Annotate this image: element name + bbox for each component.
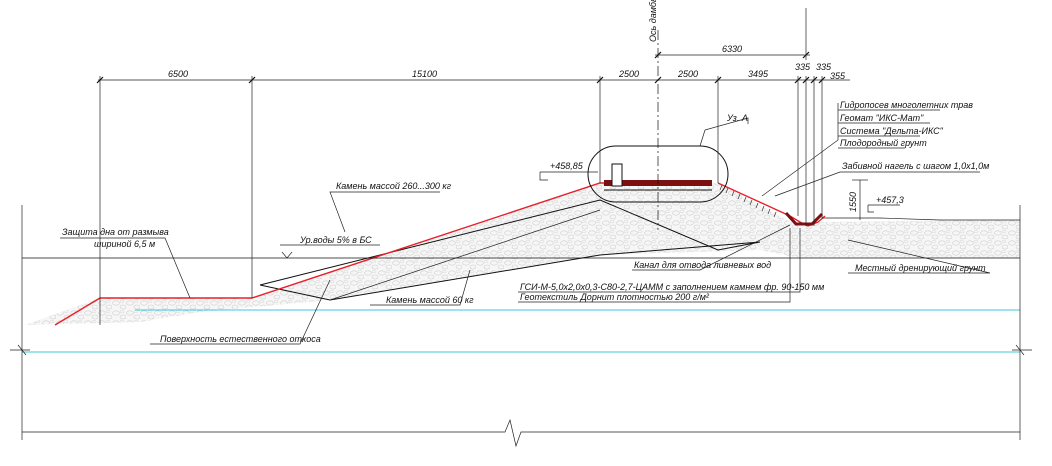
label-soil: Плодородный грунт [840, 138, 927, 148]
label-bottom-protection-1: Защита дна от размыва [62, 227, 169, 237]
dim-335-b: 335 [816, 62, 832, 72]
label-bottom-protection-2: шириной 6,5 м [94, 239, 155, 249]
label-natural-slope: Поверхность естественного откоса [160, 334, 321, 344]
dim-6500: 6500 [168, 69, 188, 79]
dim-6330: 6330 [722, 44, 742, 54]
crest-curb [611, 163, 623, 187]
node-a-label: Уз. А [726, 113, 748, 123]
dim-15100: 15100 [412, 69, 437, 79]
label-gsi: ГСИ-М-5,0х2,0х0,3-С80-2,7-ЦАММ с заполне… [520, 282, 824, 292]
right-break-mark [1012, 344, 1032, 356]
left-break-mark [10, 344, 30, 356]
dim-335-a: 335 [795, 62, 811, 72]
inner-slope-line [329, 209, 601, 301]
label-geotextile: Геотекстиль Дорнит плотностью 200 г/м² [520, 292, 710, 302]
elev-crest-arrow [539, 172, 548, 181]
elev-right-arrow [867, 205, 874, 213]
label-water-level: Ур.воды 5% в БС [299, 235, 372, 245]
label-grass: Гидропосев многолетних трав [840, 100, 973, 110]
label-channel: Канал для отвода ливневых вод [634, 260, 771, 270]
dim-2500-right: 2500 [677, 69, 698, 79]
elevation-right: +457,3 [876, 195, 904, 205]
bottom-break-line [22, 418, 1020, 448]
drain-channel-geocell [784, 211, 824, 226]
label-drain-soil: Местный дренирующий грунт [855, 263, 986, 273]
label-stone-60: Камень массой 60 кг [386, 295, 474, 305]
dimension-ext-lines [99, 8, 823, 325]
label-geomat: Геомат "ИКС-Мат" [840, 113, 924, 123]
dim-1550: 1550 [848, 192, 858, 212]
downstream-slope-hatch [719, 184, 777, 218]
leader-lines [60, 103, 991, 345]
elevation-crest: +458,85 [550, 161, 584, 171]
dam-axis-label: Ось дамбы [648, 0, 658, 42]
dim-355: 355 [830, 71, 846, 81]
label-stone-260: Камень массой 260...300 кг [336, 181, 452, 191]
dim-3495: 3495 [748, 69, 769, 79]
dim-2500-left: 2500 [618, 69, 639, 79]
label-anchor: Забивной нагель с шагом 1,0х1,0м [842, 161, 989, 171]
dimension-ticks [96, 51, 826, 84]
water-level-marker [281, 251, 293, 259]
dam-stone-fill [25, 183, 1020, 325]
label-delta: Система "Дельта-ИКС" [840, 126, 944, 136]
ground-surface-right [822, 217, 1020, 221]
